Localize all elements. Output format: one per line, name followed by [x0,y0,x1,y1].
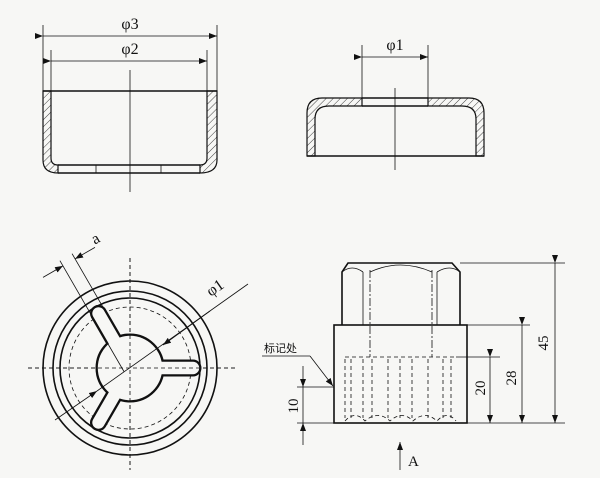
cup-section-view: φ3 φ2 [35,16,218,192]
phi3-label: φ3 [121,16,138,33]
phi2-label: φ2 [121,41,138,58]
mark-location-label: 标记处 [264,341,297,355]
a-label: a [88,230,103,248]
dim-20-label: 20 [473,381,489,396]
dim-45-label: 45 [536,336,552,351]
view-a-label: A [408,454,419,470]
dim-28-label: 28 [504,371,520,386]
cap-section-view: φ1 [306,37,485,170]
front-view: 45 28 20 10 标记处 A [262,255,565,470]
dim-10-label: 10 [286,399,302,414]
top-view [28,246,249,470]
phi1-label: φ1 [386,37,403,54]
phi1-top-label: φ1 [203,276,227,300]
